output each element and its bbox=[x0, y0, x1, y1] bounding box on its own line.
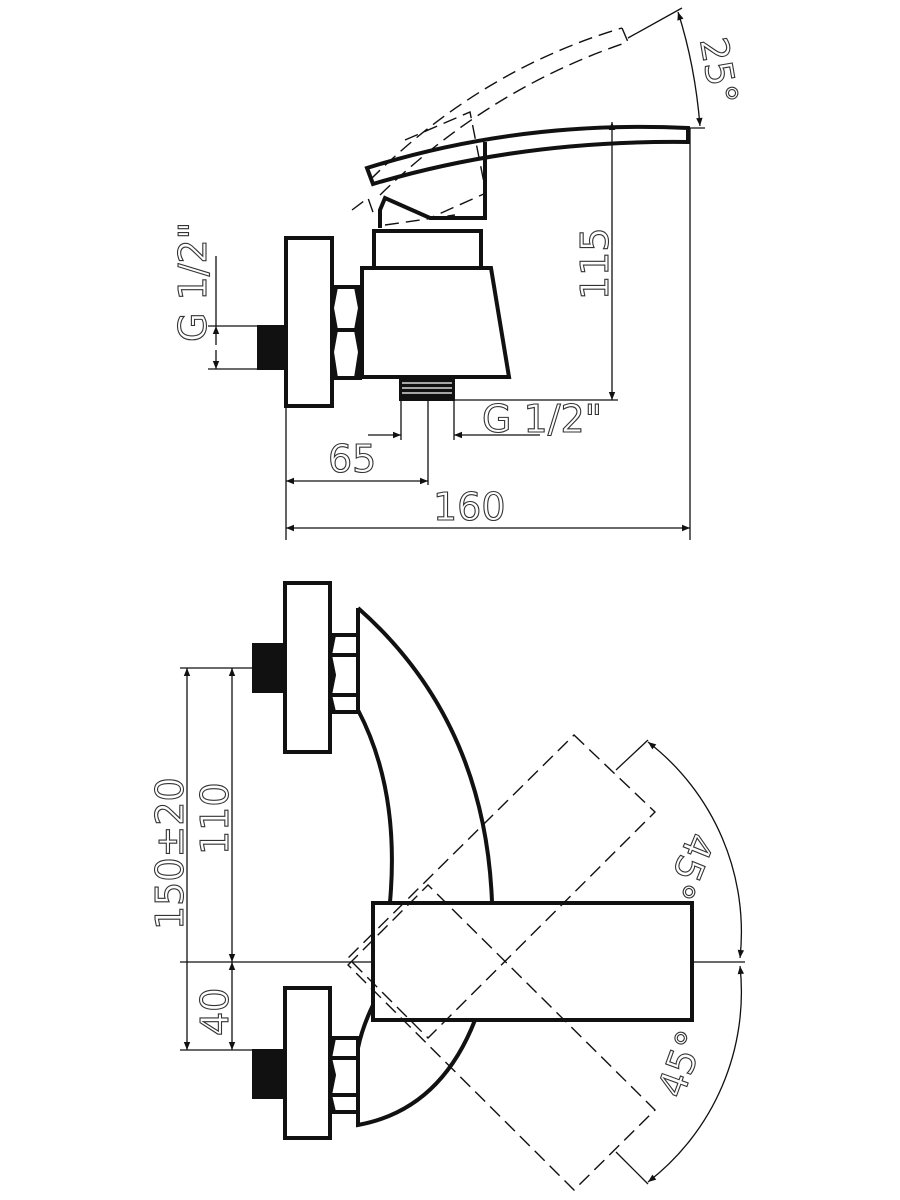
cartridge-neck bbox=[372, 229, 483, 270]
dim-outlet-thread-label: G 1/2" bbox=[482, 397, 602, 441]
lever-rotated-up bbox=[347, 734, 657, 1039]
top-view: 150±20 110 40 45° 45° bbox=[147, 581, 745, 1191]
lower-hex-nut bbox=[327, 1036, 360, 1114]
dim-115: 115 bbox=[455, 122, 618, 401]
lower-inlet bbox=[252, 1049, 286, 1099]
upper-hex-nut bbox=[327, 633, 360, 714]
dim-total-length-label: 160 bbox=[433, 485, 506, 529]
dim-outlet-offset-label: 65 bbox=[328, 437, 376, 481]
lever-handle bbox=[364, 124, 690, 187]
handle-base bbox=[378, 142, 487, 228]
dim-inlet-thread-label: G 1/2" bbox=[171, 222, 215, 342]
outlet-thread bbox=[399, 377, 455, 401]
dim-25-deg: 25° bbox=[627, 7, 747, 129]
dim-upper-label: 110 bbox=[193, 782, 237, 855]
dim-lower-label: 40 bbox=[193, 988, 237, 1036]
lower-flange bbox=[283, 986, 332, 1140]
upper-flange bbox=[283, 581, 332, 754]
dim-65: 65 bbox=[286, 400, 429, 485]
dim-inlet-thread: G 1/2" bbox=[170, 221, 258, 370]
lever-top bbox=[371, 901, 694, 1022]
dim-150: 150±20 bbox=[147, 667, 253, 1051]
dim-110: 110 bbox=[180, 668, 372, 963]
dim-rotation-up-label: 45° bbox=[656, 827, 722, 906]
hex-nut bbox=[329, 285, 363, 380]
wall-flange bbox=[284, 236, 334, 408]
dim-center-distance-label: 150±20 bbox=[148, 777, 192, 930]
inlet-thread bbox=[257, 325, 287, 370]
upper-inlet bbox=[252, 643, 286, 693]
spout-curve bbox=[356, 606, 494, 903]
lower-body-curve bbox=[356, 1004, 477, 1128]
raised-lever-outline bbox=[351, 27, 629, 226]
dim-height-label: 115 bbox=[573, 227, 617, 300]
dim-lever-angle-label: 25° bbox=[691, 34, 746, 108]
side-view: 115 160 65 G 1/2" G 1/2" bbox=[170, 7, 747, 540]
dim-160: 160 bbox=[285, 128, 691, 540]
lever-rotated-down bbox=[347, 884, 656, 1191]
dim-45-deg: 45° 45° bbox=[615, 739, 745, 1185]
dim-outlet-thread: G 1/2" bbox=[368, 396, 603, 442]
dim-rotation-down-label: 45° bbox=[649, 1025, 713, 1103]
mixer-body bbox=[360, 266, 512, 379]
dim-40: 40 bbox=[192, 962, 238, 1050]
